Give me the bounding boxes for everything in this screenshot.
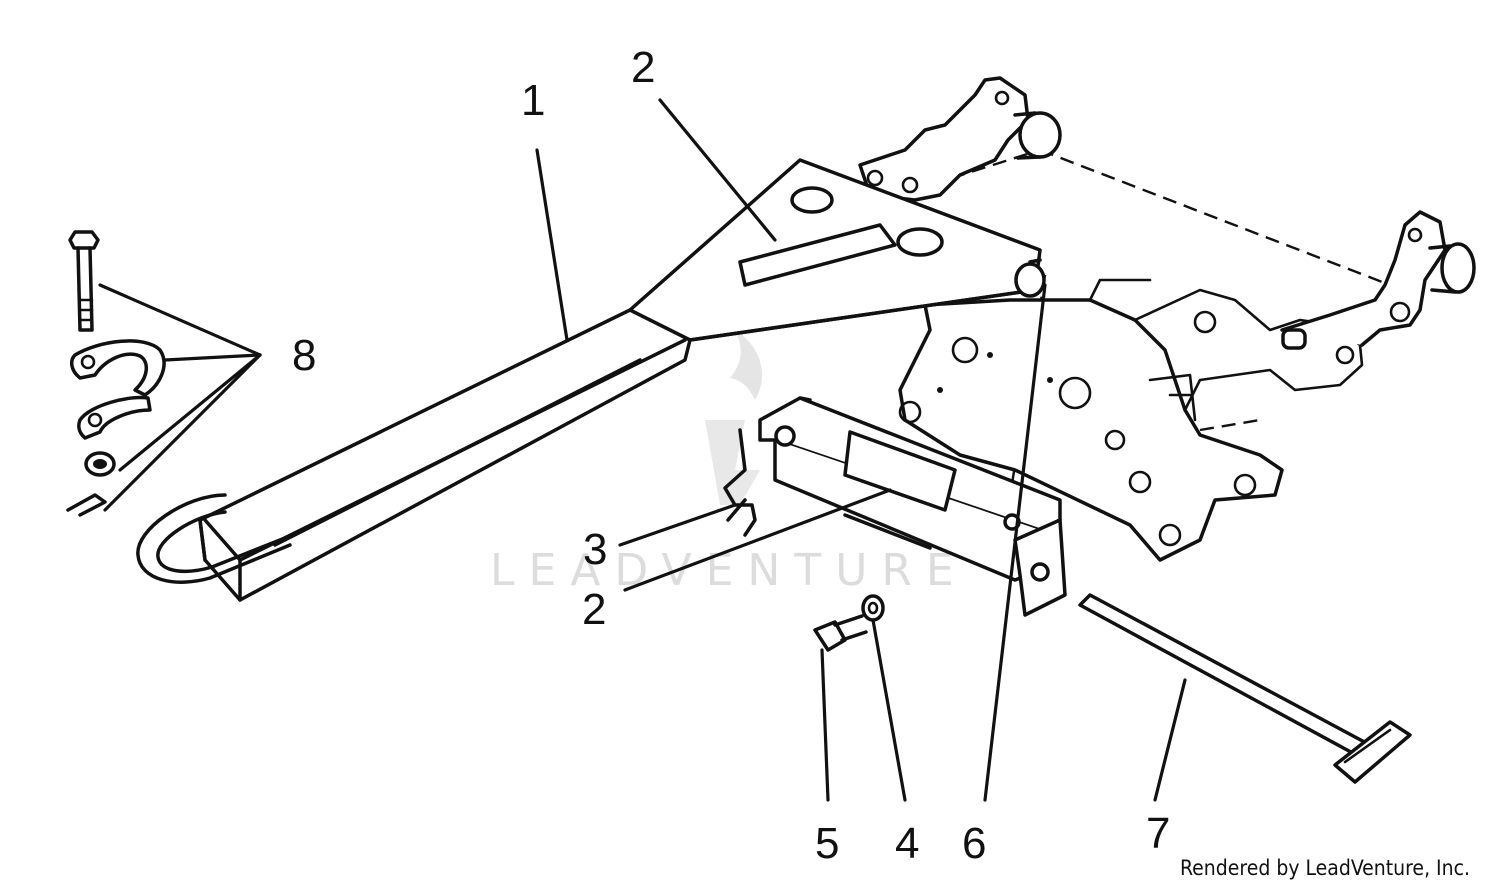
- callout-4: 4: [895, 819, 919, 868]
- leadventure-logo-icon: [705, 330, 763, 505]
- mounting-frame: [898, 278, 1364, 562]
- watermark-text: LEADVENTURE: [490, 545, 968, 596]
- callout-8: 8: [292, 331, 316, 380]
- callout-2-top: 2: [631, 43, 655, 92]
- callout-7: 7: [1146, 809, 1170, 858]
- callout-1: 1: [521, 76, 545, 125]
- hardware-kit: [66, 230, 262, 517]
- drawbar: [136, 158, 1046, 602]
- callout-5: 5: [815, 819, 839, 868]
- callout-3: 3: [583, 525, 607, 574]
- hitch-pin: [1078, 593, 1412, 784]
- credit-text: Rendered by LeadVenture, Inc.: [1180, 856, 1470, 880]
- leader-lines: [535, 98, 1187, 802]
- callout-6: 6: [962, 819, 986, 868]
- callout-labels: 1 2 2 3 4 5 6 7 8: [292, 43, 1170, 868]
- lift-arm-left: [858, 76, 1062, 202]
- callout-2-bottom: 2: [582, 585, 606, 634]
- hitch-bracket: [758, 396, 1067, 617]
- lift-arm-right: [1280, 210, 1476, 350]
